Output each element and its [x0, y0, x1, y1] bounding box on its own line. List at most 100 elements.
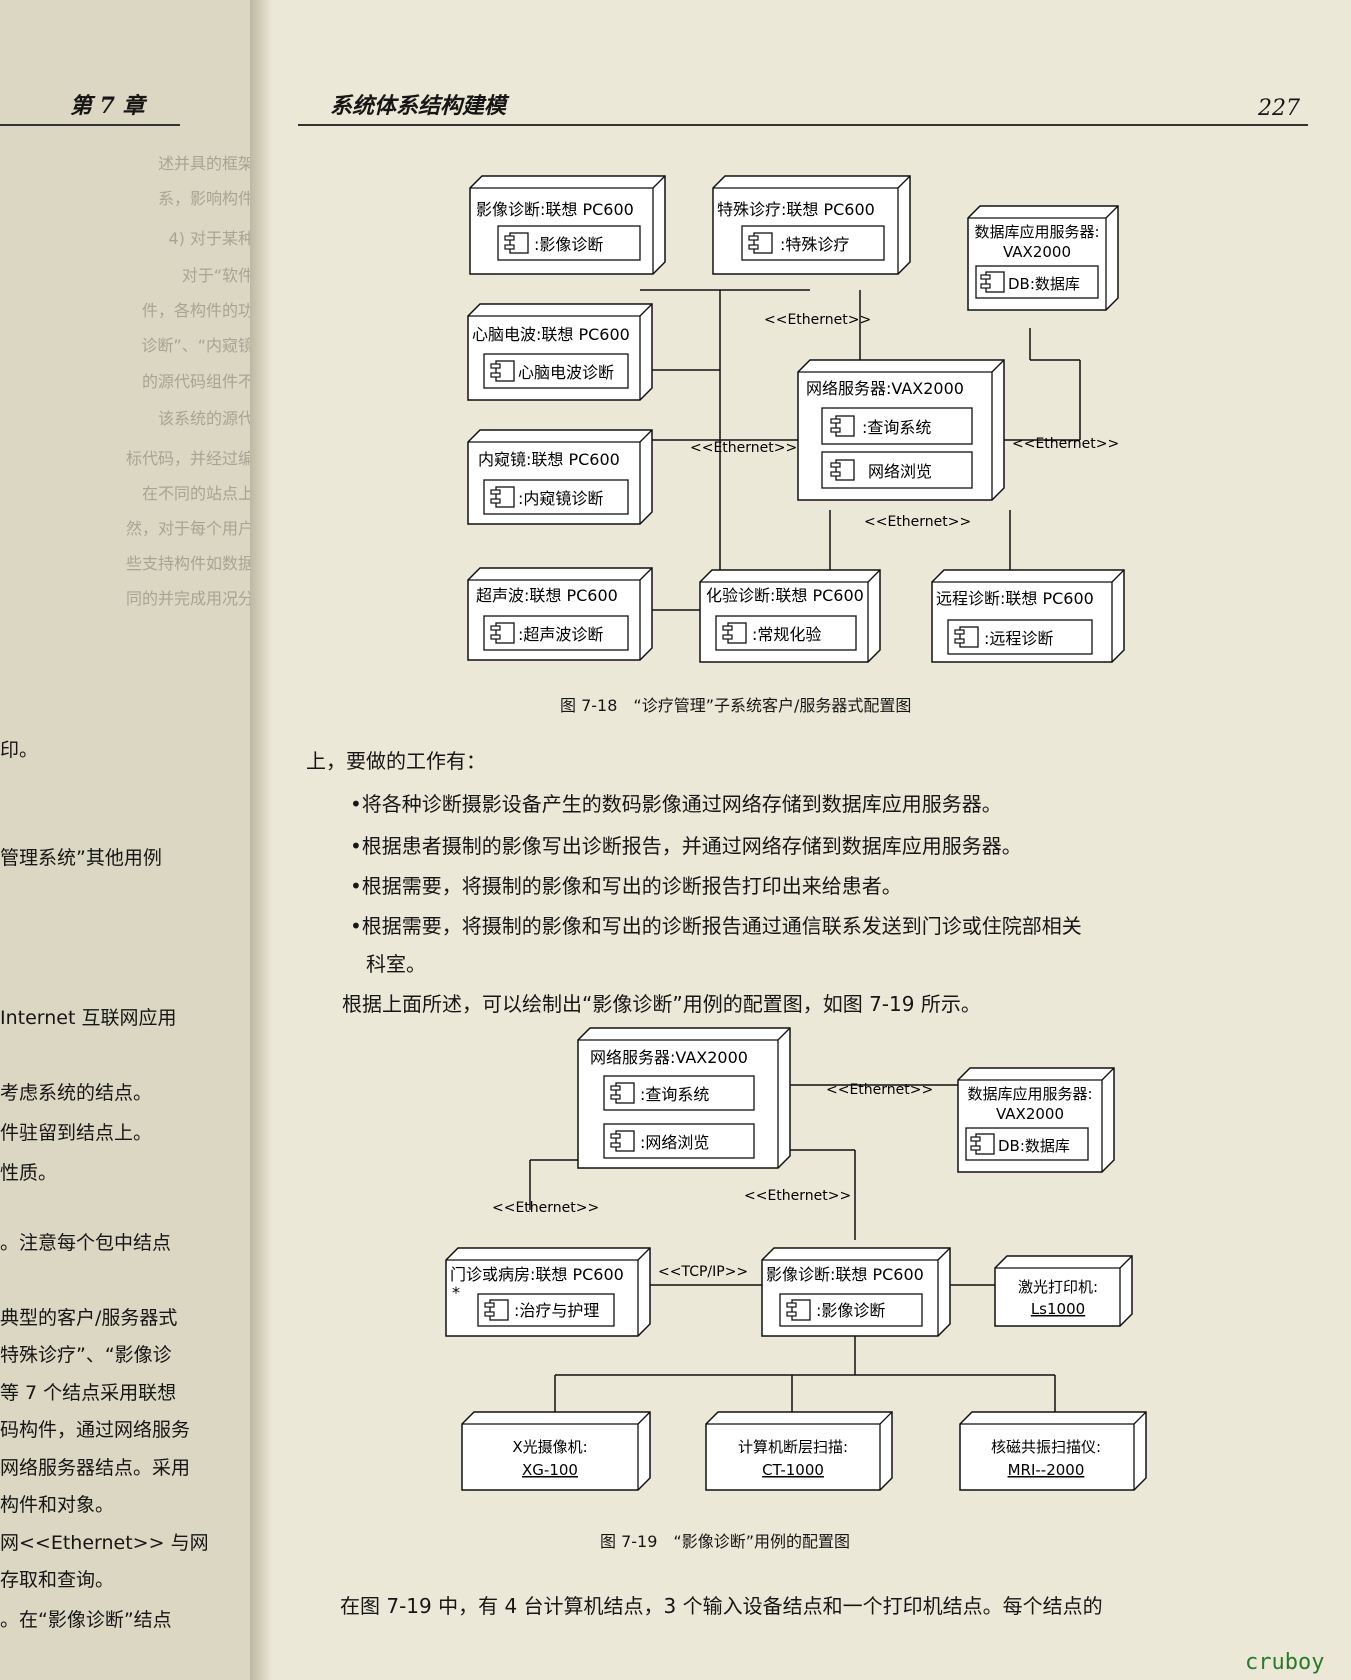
- ghost-text: 的源代码组件不: [141, 372, 254, 391]
- component-label: :查询系统: [640, 1085, 709, 1104]
- node-title: CT-1000: [762, 1461, 824, 1479]
- component-label: :内窥镜诊断: [518, 489, 603, 508]
- component-label: :影像诊断: [816, 1301, 885, 1320]
- fig19-node-printer: 激光打印机: Ls1000: [994, 1255, 1133, 1327]
- node-title: 超声波:联想 PC600: [476, 586, 618, 605]
- component-label: :查询系统: [862, 418, 931, 437]
- component-label: :影像诊断: [534, 235, 603, 254]
- left-text-line: 管理系统”其他用例: [0, 847, 162, 869]
- component-label: :远程诊断: [984, 629, 1053, 648]
- ghost-text: 4) 对于某种: [168, 229, 254, 248]
- node-title: 远程诊断:联想 PC600: [936, 589, 1094, 608]
- node-title: 数据库应用服务器:: [967, 1085, 1092, 1103]
- bullet-continuation: 科室。: [366, 952, 426, 976]
- node-title: 网络服务器:VAX2000: [806, 379, 964, 398]
- node-title: VAX2000: [1003, 243, 1071, 261]
- ghost-text: 标代码，并经过编: [125, 449, 254, 468]
- link-label: <<Ethernet>>: [744, 1188, 851, 1204]
- left-text-line: 构件和对象。: [0, 1494, 115, 1516]
- link-label: <<TCP/IP>>: [658, 1264, 748, 1280]
- book-spine: [250, 0, 272, 1680]
- left-chapter-header: 第 7 章: [70, 93, 145, 119]
- ghost-text: 件，各构件的功: [141, 301, 254, 320]
- fig19-node-server: 网络服务器:VAX2000 :查询系统 :网络浏览: [577, 1027, 791, 1169]
- ghost-text: 该系统的源代: [157, 409, 254, 428]
- link-label: <<Ethernet>>: [690, 440, 797, 456]
- multiplicity-label: *: [452, 1283, 460, 1302]
- ghost-text: 在不同的站点上: [141, 484, 254, 503]
- node-title: 数据库应用服务器:: [974, 223, 1099, 241]
- component-label: :常规化验: [752, 625, 821, 644]
- node-title: X光摄像机:: [512, 1438, 587, 1456]
- body-intro: 上，要做的工作有：: [306, 749, 486, 773]
- ghost-text: 同的并完成用况分: [125, 589, 254, 608]
- left-text-line: 印。: [0, 739, 39, 761]
- node-title: 网络服务器:VAX2000: [590, 1048, 748, 1067]
- figure-caption: 图 7-18 “诊疗管理”子系统客户/服务器式配置图: [560, 696, 912, 715]
- node-title: MRI--2000: [1008, 1461, 1085, 1479]
- component-label: DB:数据库: [1008, 275, 1080, 293]
- fig19-node-imaging: 影像诊断:联想 PC600 :影像诊断: [761, 1247, 951, 1337]
- left-text-line: 网<<Ethernet>> 与网: [0, 1532, 209, 1554]
- left-text-line: 。在“影像诊断”结点: [0, 1609, 172, 1631]
- left-text-line: 。注意每个包中结点: [0, 1232, 172, 1254]
- node-title: 激光打印机:: [1018, 1278, 1098, 1296]
- left-text-line: 存取和查询。: [0, 1569, 115, 1591]
- node-title: 门诊或病房:联想 PC600: [450, 1265, 624, 1284]
- link-label: <<Ethernet>>: [864, 514, 971, 530]
- fig18-node-server: 网络服务器:VAX2000 :查询系统 网络浏览: [797, 359, 1005, 501]
- component-label: 心脑电波诊断: [518, 363, 614, 382]
- node-title: VAX2000: [996, 1105, 1064, 1123]
- ghost-text: 然，对于每个用户: [125, 519, 254, 538]
- fig19-node-ct: 计算机断层扫描: CT-1000: [705, 1411, 893, 1491]
- fig18-node-lab: 化验诊断:联想 PC600 :常规化验: [699, 569, 881, 663]
- right-page: [272, 0, 1351, 1680]
- bullet-item: •根据需要，将摄制的影像和写出的诊断报告通过通信联系发送到门诊或住院部相关: [350, 914, 1082, 938]
- fig19-node-mri: 核磁共振扫描仪: MRI--2000: [959, 1411, 1147, 1491]
- node-title: 内窥镜:联想 PC600: [478, 450, 620, 469]
- left-text-line: 等 7 个结点采用联想: [0, 1382, 177, 1404]
- fig19-node-clinic: 门诊或病房:联想 PC600 * :治疗与护理: [445, 1247, 651, 1337]
- left-text-line: 网络服务器结点。采用: [0, 1457, 191, 1479]
- ghost-text: 些支持构件如数据: [125, 554, 254, 573]
- figure-caption: 图 7-19 “影像诊断”用例的配置图: [600, 1532, 850, 1551]
- fig18-node-endoscope: 内窥镜:联想 PC600 :内窥镜诊断: [467, 429, 653, 525]
- bullet-item: •根据患者摄制的影像写出诊断报告，并通过网络存储到数据库应用服务器。: [350, 834, 1022, 858]
- component-label: 网络浏览: [868, 462, 932, 481]
- node-title: Ls1000: [1031, 1300, 1085, 1318]
- left-page: 述并具的框架 系，影响构件 4) 对于某种 对于“软件 件，各构件的功 诊断”、…: [0, 0, 262, 1680]
- link-label: <<Ethernet>>: [764, 312, 871, 328]
- header-rule: [298, 124, 1308, 126]
- link-label: <<Ethernet>>: [826, 1082, 933, 1098]
- ghost-text: 系，影响构件: [157, 189, 254, 208]
- node-title: 心脑电波:联想 PC600: [472, 325, 630, 344]
- page-number: 227: [1258, 96, 1300, 121]
- left-text-line: 典型的客户/服务器式: [0, 1307, 178, 1329]
- ghost-text: 述并具的框架: [157, 154, 254, 173]
- fig18-node-special: 特殊诊疗:联想 PC600 :特殊诊疗: [712, 175, 911, 275]
- fig18-node-imaging: 影像诊断:联想 PC600 :影像诊断: [469, 175, 666, 275]
- left-text-line: 考虑系统的结点。: [0, 1082, 153, 1104]
- fig19-node-xray: X光摄像机: XG-100: [461, 1411, 651, 1491]
- left-text-line: 性质。: [0, 1162, 58, 1184]
- left-text-line: Internet 互联网应用: [0, 1007, 177, 1029]
- bullet-item: •将各种诊断摄影设备产生的数码影像通过网络存储到数据库应用服务器。: [350, 792, 1002, 816]
- watermark: cruboy: [1245, 1650, 1325, 1675]
- left-header-rule: [0, 124, 180, 126]
- component-label: :治疗与护理: [514, 1301, 599, 1320]
- fig18-node-remote: 远程诊断:联想 PC600 :远程诊断: [931, 569, 1125, 663]
- component-label: :超声波诊断: [518, 625, 603, 644]
- bullet-item: •根据需要，将摄制的影像和写出的诊断报告打印出来给患者。: [350, 874, 902, 898]
- fig18-node-ecg: 心脑电波:联想 PC600 心脑电波诊断: [467, 303, 653, 401]
- node-title: 影像诊断:联想 PC600: [476, 200, 634, 219]
- left-text-line: 特殊诊疗”、“影像诊: [0, 1344, 172, 1366]
- component-label: :特殊诊疗: [780, 235, 849, 254]
- node-title: 计算机断层扫描:: [738, 1438, 848, 1456]
- node-title: 特殊诊疗:联想 PC600: [717, 200, 875, 219]
- ghost-text: 诊断”、“内窥镜: [141, 336, 254, 355]
- component-label: :网络浏览: [640, 1133, 709, 1152]
- page-header-title: 系统体系结构建模: [330, 93, 507, 119]
- body-bottom-line: 在图 7-19 中，有 4 台计算机结点，3 个输入设备结点和一个打印机结点。每…: [340, 1594, 1103, 1618]
- fig18-node-database: 数据库应用服务器: VAX2000 DB:数据库: [967, 205, 1119, 311]
